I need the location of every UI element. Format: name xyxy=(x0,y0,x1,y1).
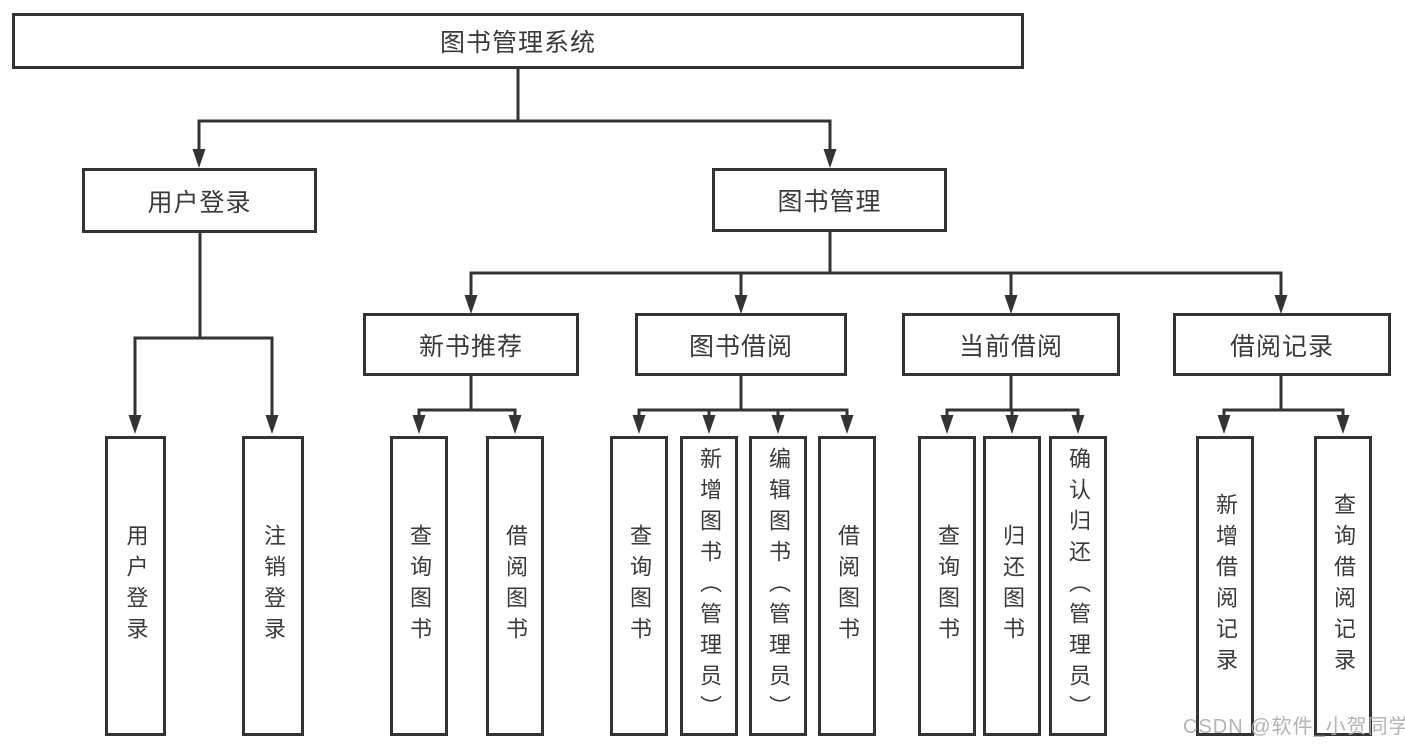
node-current-borrowing: 当前借阅 xyxy=(902,313,1120,376)
node-edit-book-admin-label: 编辑图书（管理员） xyxy=(766,446,791,726)
node-edit-book-admin: 编辑图书（管理员） xyxy=(749,436,807,736)
node-user-login: 用户登录 xyxy=(105,436,166,736)
node-confirm-return-admin: 确认归还（管理员） xyxy=(1049,436,1107,736)
node-add-borrow-record-label: 新增借阅记录 xyxy=(1213,493,1238,679)
node-current-borrowing-label: 当前借阅 xyxy=(958,332,1063,361)
node-borrow-books-borrowing: 借阅图书 xyxy=(818,436,876,736)
node-add-borrow-record: 新增借阅记录 xyxy=(1196,436,1254,736)
node-query-books-current: 查询图书 xyxy=(918,436,976,736)
node-book-borrowing: 图书借阅 xyxy=(635,313,847,376)
csdn-watermark: CSDN @软件_小贺同学 xyxy=(1183,716,1405,738)
node-query-books-borrowing-label: 查询图书 xyxy=(627,524,652,648)
node-add-book-admin-label: 新增图书（管理员） xyxy=(697,446,722,726)
node-root-label: 图书管理系统 xyxy=(439,29,596,57)
node-borrowing-records-label: 借阅记录 xyxy=(1229,332,1334,361)
node-book-management: 图书管理 xyxy=(712,168,947,232)
node-query-books-recommend: 查询图书 xyxy=(390,436,448,736)
node-return-book-label: 归还图书 xyxy=(1000,524,1025,648)
node-query-books-recommend-label: 查询图书 xyxy=(407,524,432,648)
node-user-login-label: 用户登录 xyxy=(123,524,149,648)
node-logout: 注销登录 xyxy=(242,436,304,736)
node-logout-label: 注销登录 xyxy=(261,524,286,648)
node-user-login-module: 用户登录 xyxy=(82,168,317,233)
node-root: 图书管理系统 xyxy=(12,13,1024,69)
node-query-borrow-record-label: 查询借阅记录 xyxy=(1331,493,1356,679)
node-book-management-label: 图书管理 xyxy=(777,188,882,216)
node-new-book-recommend: 新书推荐 xyxy=(363,313,579,376)
node-borrow-books-borrowing-label: 借阅图书 xyxy=(835,524,860,648)
node-add-book-admin: 新增图书（管理员） xyxy=(680,436,738,736)
node-borrow-books-recommend-label: 借阅图书 xyxy=(503,524,528,648)
node-borrow-books-recommend: 借阅图书 xyxy=(486,436,544,736)
arrowheads xyxy=(128,149,1350,434)
node-query-borrow-record: 查询借阅记录 xyxy=(1314,436,1372,736)
node-return-book: 归还图书 xyxy=(983,436,1041,736)
node-confirm-return-admin-label: 确认归还（管理员） xyxy=(1066,446,1091,726)
node-book-borrowing-label: 图书借阅 xyxy=(688,332,793,361)
node-query-books-borrowing: 查询图书 xyxy=(610,436,668,736)
node-borrowing-records: 借阅记录 xyxy=(1173,313,1391,376)
node-new-book-recommend-label: 新书推荐 xyxy=(418,332,523,361)
node-query-books-current-label: 查询图书 xyxy=(935,524,960,648)
node-user-login-module-label: 用户登录 xyxy=(147,188,252,217)
